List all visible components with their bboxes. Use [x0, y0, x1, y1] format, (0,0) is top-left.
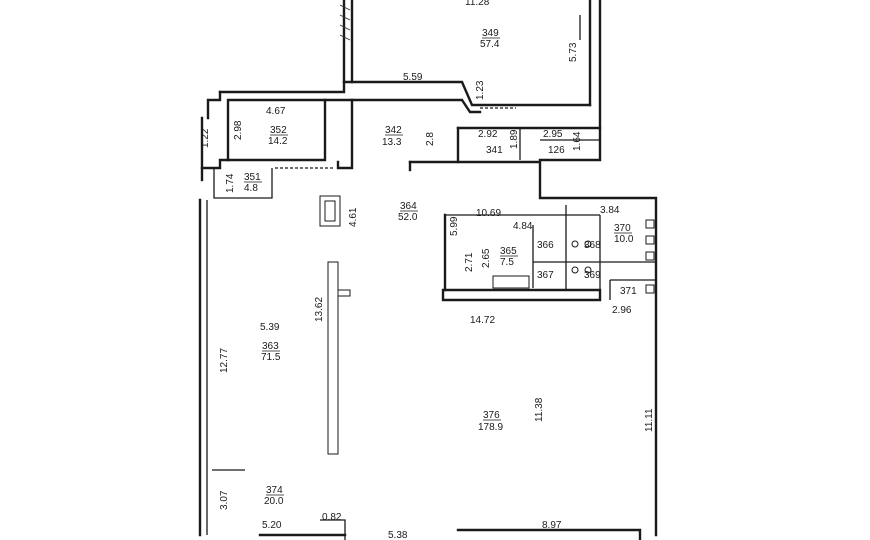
room-351-area: 4.8: [244, 183, 258, 194]
dim-13-62: 13.62: [314, 297, 325, 322]
room-341-number: 341: [486, 145, 503, 156]
room-352-area: 14.2: [268, 136, 288, 147]
dim-1-22: 1.22: [200, 128, 211, 148]
room-371-number: 371: [620, 286, 637, 297]
room-342-number: 342: [385, 125, 402, 136]
room-labels: 349 57.4 352 14.2 342 13.3 341 126 351 4…: [244, 28, 637, 507]
dim-2-92: 2.92: [478, 129, 498, 140]
room-363-area: 71.5: [261, 352, 281, 363]
room-369-number: 369: [584, 270, 601, 281]
dim-2-65: 2.65: [481, 248, 492, 268]
dim-3-84: 3.84: [600, 205, 620, 216]
room-365-number: 365: [500, 246, 517, 257]
room-365-area: 7.5: [500, 257, 514, 268]
room-364-number: 364: [400, 201, 417, 212]
room-370-number: 370: [614, 223, 631, 234]
room-374-number: 374: [266, 485, 283, 496]
dim-2-95: 2.95: [543, 129, 563, 140]
dim-5-73: 5.73: [568, 42, 579, 62]
room-349-number: 349: [482, 28, 499, 39]
dim-1-23: 1.23: [475, 80, 486, 100]
dim-10-69: 10.69: [476, 208, 501, 219]
dim-5-39: 5.39: [260, 322, 280, 333]
dim-14-72: 14.72: [470, 315, 495, 326]
sink-row: [492, 275, 530, 289]
room-364-area: 52.0: [398, 212, 418, 223]
dim-2-8: 2.8: [425, 132, 436, 146]
room-342-area: 13.3: [382, 137, 402, 148]
dim-0-82: 0.82: [322, 512, 342, 523]
room-126-number: 126: [548, 145, 565, 156]
room-367-number: 367: [537, 270, 554, 281]
dim-5-20: 5.20: [262, 520, 282, 531]
walls: [198, 0, 658, 540]
dim-2-96: 2.96: [612, 305, 632, 316]
dim-4-61: 4.61: [348, 207, 359, 227]
room-376-area: 178.9: [478, 422, 503, 433]
dim-12-77: 12.77: [219, 348, 230, 373]
room-349-area: 57.4: [480, 39, 500, 50]
dim-1-89: 1.89: [509, 129, 520, 149]
room-370-area: 10.0: [614, 234, 634, 245]
dim-1-64: 1.64: [572, 131, 583, 151]
dim-8-97: 8.97: [542, 520, 562, 531]
dim-5-38: 5.38: [388, 530, 408, 540]
column-363: [327, 261, 339, 455]
dim-2-98: 2.98: [233, 120, 244, 140]
room-363-number: 363: [262, 341, 279, 352]
room-374-area: 20.0: [264, 496, 284, 507]
dim-3-07: 3.07: [219, 490, 230, 510]
room-366-number: 366: [537, 240, 554, 251]
dim-1-74: 1.74: [225, 173, 236, 193]
room-376-number: 376: [483, 410, 500, 421]
dim-5-99: 5.99: [449, 216, 460, 236]
dim-11-38: 11.38: [534, 397, 545, 422]
dim-11-11: 11.11: [644, 408, 655, 432]
dim-4-67: 4.67: [266, 106, 286, 117]
dim-11-28: 11.28: [465, 0, 490, 8]
dim-5-59: 5.59: [403, 72, 423, 83]
room-352-number: 352: [270, 125, 287, 136]
room-351-number: 351: [244, 172, 261, 183]
dim-2-71: 2.71: [464, 252, 475, 272]
room-368-number: 368: [584, 240, 601, 251]
fixtures: [319, 195, 655, 455]
hatch-349: [339, 4, 351, 41]
dimension-labels: 11.28 5.73 5.59 1.23 4.67 2.98 1.22 2.8 …: [200, 0, 655, 540]
dim-4-84: 4.84: [513, 221, 533, 232]
